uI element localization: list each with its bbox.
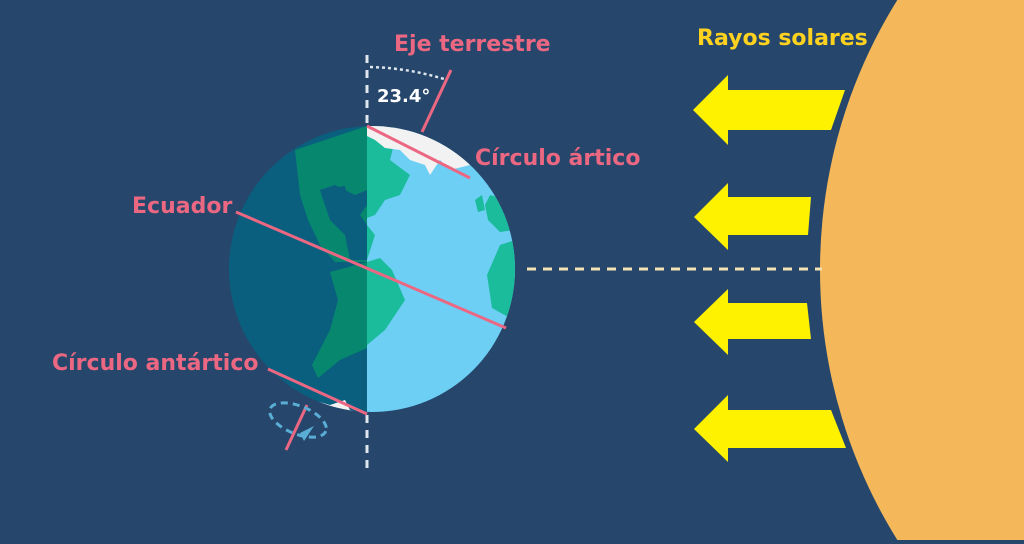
sun bbox=[820, 0, 1024, 544]
arrow-icon bbox=[694, 183, 811, 250]
arrow-icon bbox=[694, 395, 846, 462]
equator-label: Ecuador bbox=[132, 194, 233, 219]
earth-axis-top bbox=[420, 69, 453, 133]
equator-line bbox=[235, 210, 507, 330]
rotation-icon bbox=[268, 401, 328, 441]
antarctic-circle-line bbox=[267, 367, 368, 416]
antarctic-circle-label: Círculo antártico bbox=[52, 351, 259, 376]
antarctic-ice bbox=[295, 395, 366, 412]
sun-rays-label: Rayos solares bbox=[697, 26, 868, 51]
angle-label: 23.4° bbox=[377, 86, 431, 107]
earth-axis-bottom bbox=[284, 404, 309, 451]
arrow-icon bbox=[693, 75, 845, 145]
sun-ray-arrows bbox=[693, 75, 846, 462]
angle-arc bbox=[369, 65, 448, 82]
arrow-icon bbox=[694, 289, 811, 355]
arctic-circle-label: Círculo ártico bbox=[475, 146, 641, 171]
arctic-circle-line bbox=[366, 124, 471, 180]
axis-label: Eje terrestre bbox=[394, 32, 551, 57]
